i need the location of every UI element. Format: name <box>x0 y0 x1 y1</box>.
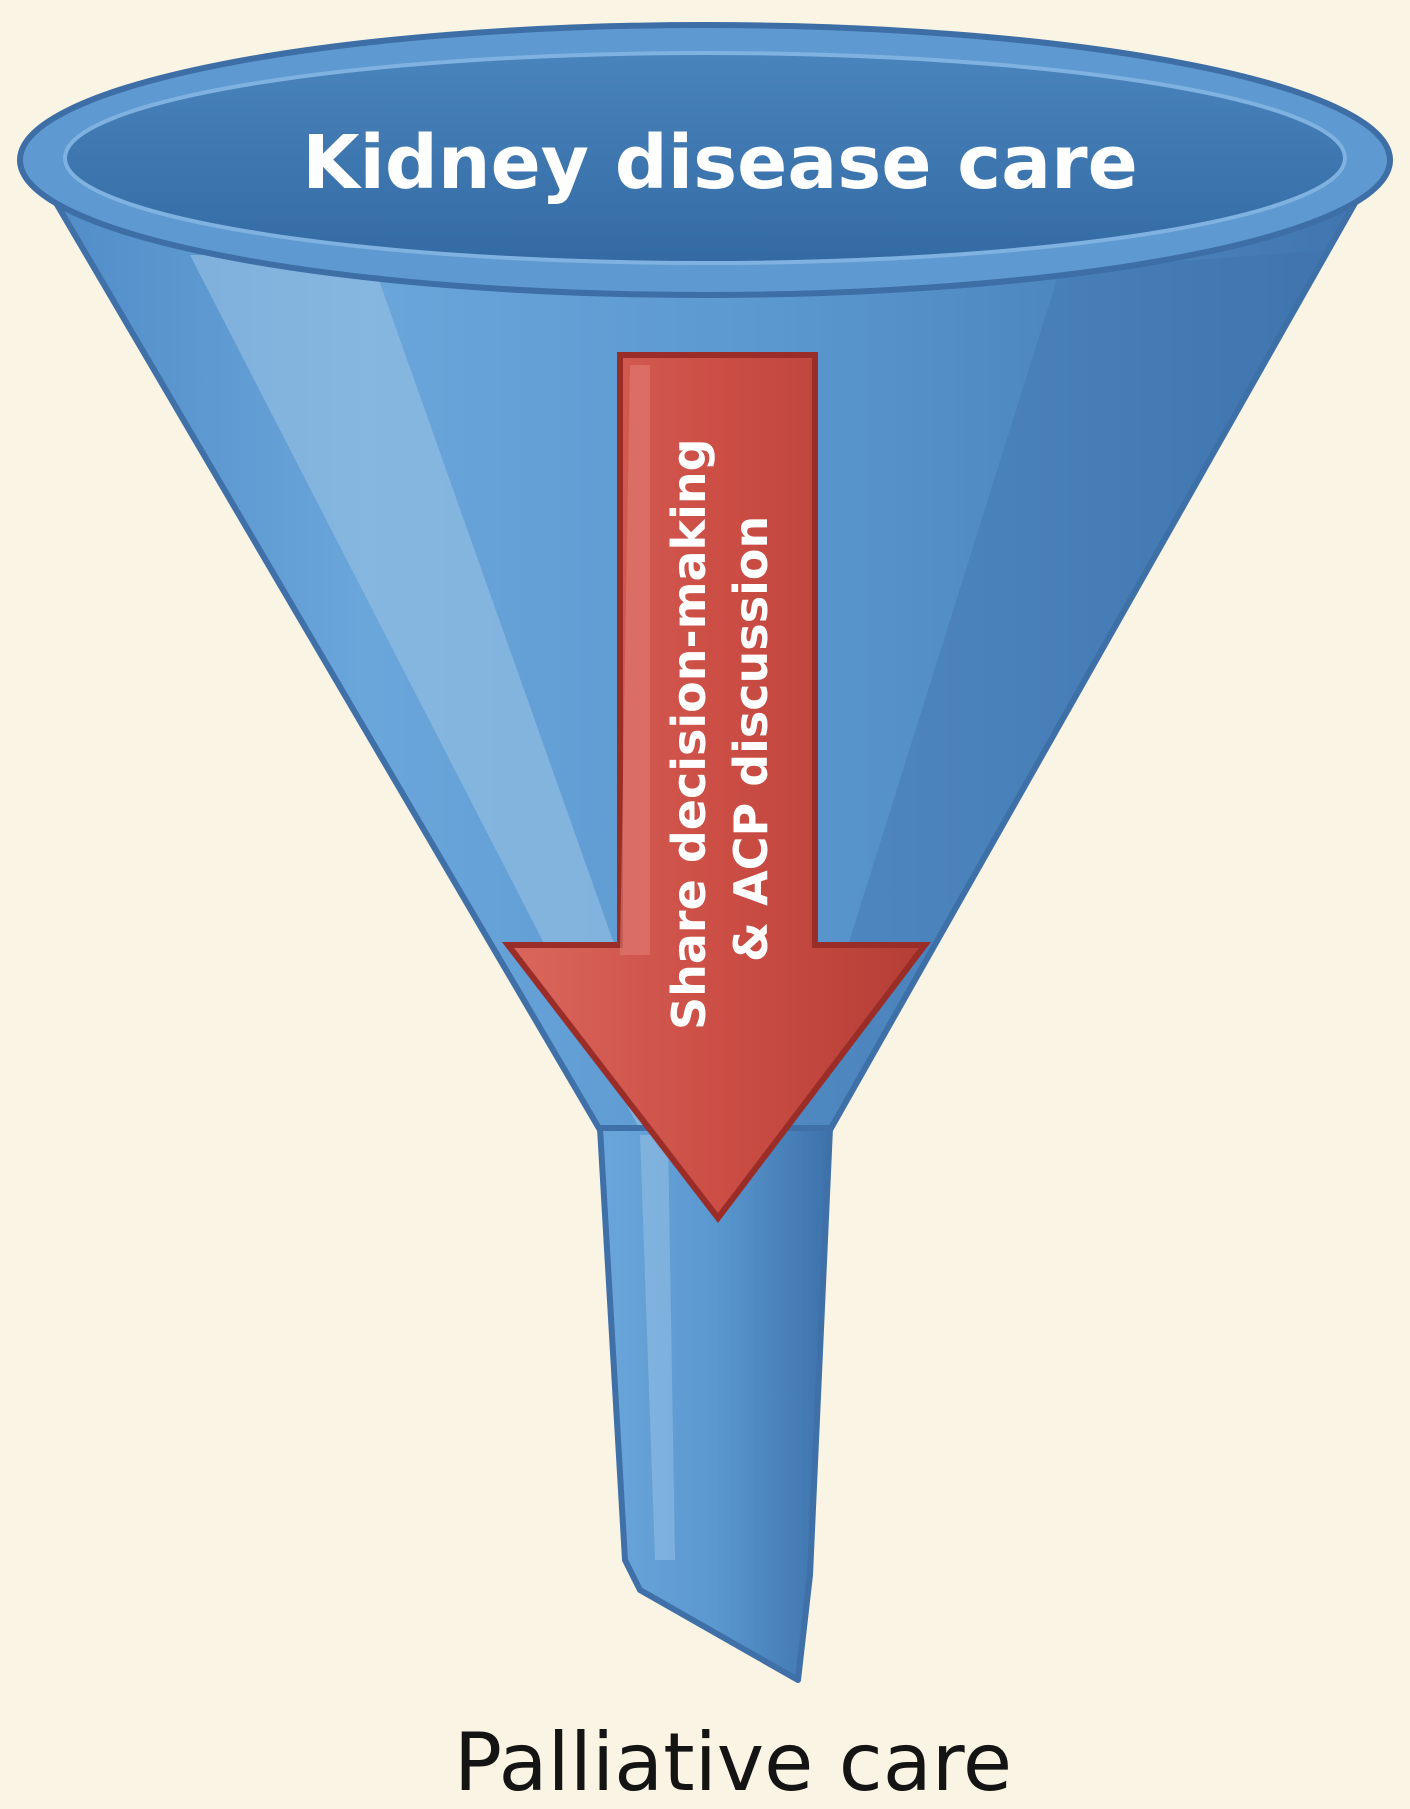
arrow-label-line1: Share decision-making <box>662 438 716 1030</box>
funnel-label: Kidney disease care <box>302 120 1138 206</box>
arrow-label-line2: & ACP discussion <box>724 516 778 962</box>
outcome-label: Palliative care <box>454 1716 1012 1809</box>
